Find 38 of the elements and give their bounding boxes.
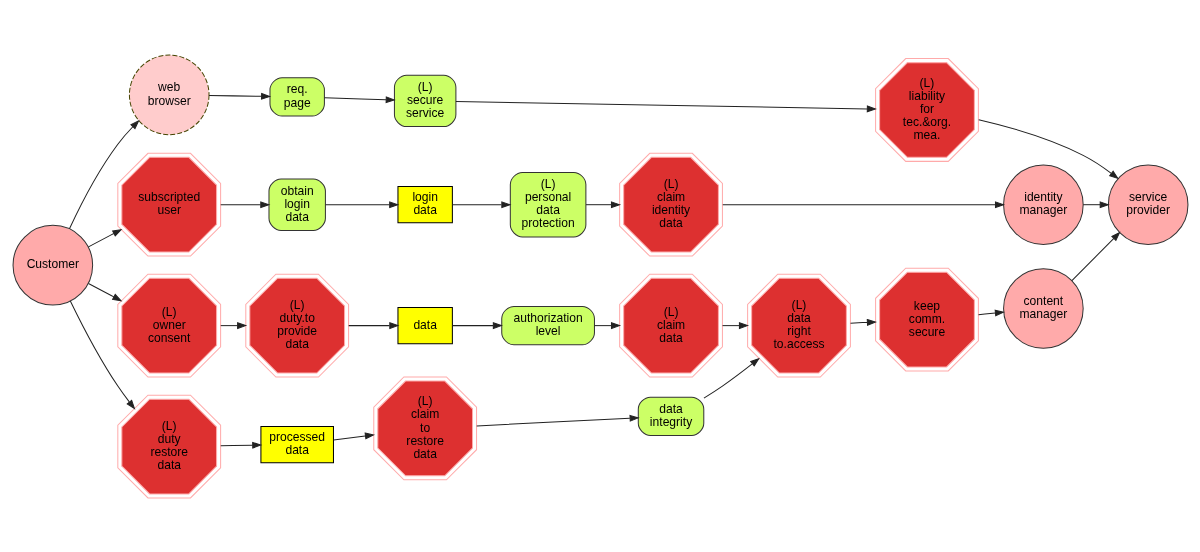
arrow — [721, 200, 1005, 208]
arrow — [849, 318, 877, 326]
arrow — [324, 200, 399, 208]
node-circle: content manager — [1002, 267, 1084, 349]
node-box: login data — [396, 185, 453, 223]
arrow — [87, 282, 122, 301]
node-box: req. page — [269, 76, 325, 117]
node-box: processed data — [259, 425, 334, 463]
arrow — [68, 119, 140, 229]
arrow — [451, 321, 503, 329]
arrow — [69, 299, 135, 410]
arrow — [1082, 200, 1110, 208]
arrow — [208, 92, 271, 100]
node-box: obtain login data — [267, 178, 326, 231]
arrow — [585, 200, 621, 208]
node-box: data — [396, 306, 453, 344]
arrow — [451, 200, 511, 208]
arrow — [219, 441, 262, 449]
arrow — [219, 321, 247, 329]
arrow — [323, 95, 396, 103]
arrow — [593, 321, 621, 329]
node-box: (L) personal data protection — [509, 171, 586, 237]
arrow — [475, 414, 640, 426]
node-circle: identity manager — [1002, 163, 1084, 245]
arrow — [721, 321, 749, 329]
node-box: (L) secure service — [393, 74, 456, 127]
arrow — [87, 228, 122, 247]
node-box: data integrity — [637, 396, 704, 436]
node-circle: Customer — [12, 224, 93, 305]
arrow — [454, 100, 877, 112]
arrow — [332, 431, 375, 440]
arrow — [977, 118, 1119, 179]
arrow — [219, 200, 270, 208]
arrow — [702, 357, 760, 399]
arrow — [347, 321, 399, 329]
node-box: authorization level — [500, 305, 595, 345]
arrow — [1070, 231, 1121, 281]
arrow — [977, 309, 1005, 317]
